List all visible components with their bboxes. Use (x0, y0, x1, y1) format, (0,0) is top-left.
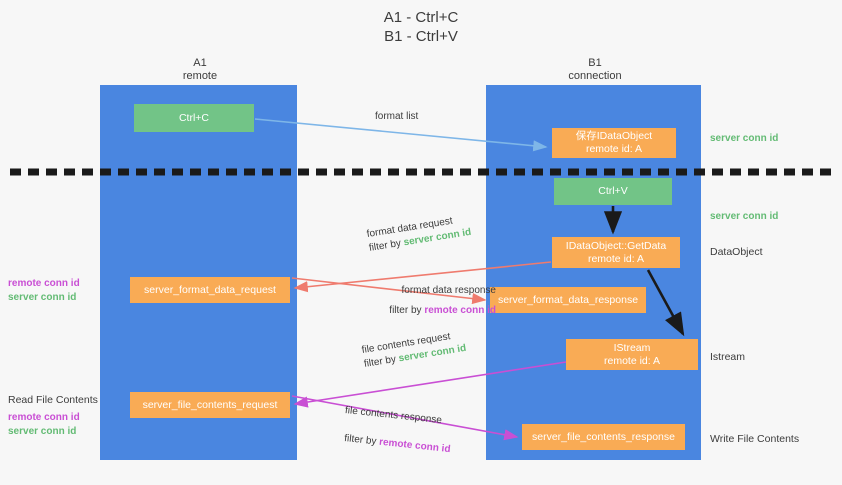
right-note-write-file-contents: Write File Contents (710, 433, 800, 445)
box-server-format-data-request[interactable]: server_format_data_request (130, 277, 290, 303)
edge-label-format-list: format list (375, 111, 419, 122)
box-idataobject-getdata[interactable]: IDataObject::GetData remote id: A (552, 237, 680, 268)
left-note-remote-conn-id-1: remote conn id (8, 278, 80, 289)
box-server-format-data-response[interactable]: server_format_data_response (490, 287, 646, 313)
edge-label-format-data-response-title: format data response (401, 285, 497, 296)
edge-label-format-data-response: format data response filter by remote co… (336, 284, 496, 317)
box-idataobject[interactable]: 保存IDataObject remote id: A (552, 128, 676, 158)
arrow-file-contents-request (293, 361, 567, 408)
box-ctrl-v[interactable]: Ctrl+V (554, 178, 672, 205)
box-server-file-contents-request[interactable]: server_file_contents_request (130, 392, 290, 418)
lane-header-a1: A1 remote (182, 57, 218, 82)
right-note-dataobject: DataObject (710, 246, 763, 258)
arrow-file-contents-response (291, 395, 519, 441)
edge-label-format-data-response-filter: filter by remote conn id (389, 304, 496, 316)
edge-label-file-contents-response: file contents response filter by remote … (344, 404, 495, 455)
left-note-conn-ids-2: remote conn id server conn id (8, 411, 80, 438)
left-note-remote-conn-id-2: remote conn id (8, 412, 80, 423)
left-note-server-conn-id-1: server conn id (8, 291, 77, 303)
box-istream[interactable]: IStream remote id: A (566, 339, 698, 370)
arrow-format-list (254, 118, 548, 152)
diagram-title: A1 - Ctrl+C B1 - Ctrl+V (383, 9, 459, 45)
right-note-istream: Istream (710, 351, 746, 363)
right-note-server-conn-id-top: server conn id (710, 133, 779, 144)
left-note-conn-ids-1: remote conn id server conn id (8, 277, 80, 304)
right-note-server-conn-id-mid: server conn id (710, 211, 779, 222)
box-ctrl-c[interactable]: Ctrl+C (134, 104, 254, 132)
left-note-server-conn-id-2: server conn id (8, 425, 77, 437)
box-server-file-contents-response[interactable]: server_file_contents_response (522, 424, 685, 450)
arrow-format-data-response (291, 277, 487, 305)
lane-header-b1: B1 connection (568, 57, 622, 82)
left-note-read-file-contents: Read File Contents (8, 394, 98, 406)
arrow-getdata-to-istream (646, 269, 685, 337)
